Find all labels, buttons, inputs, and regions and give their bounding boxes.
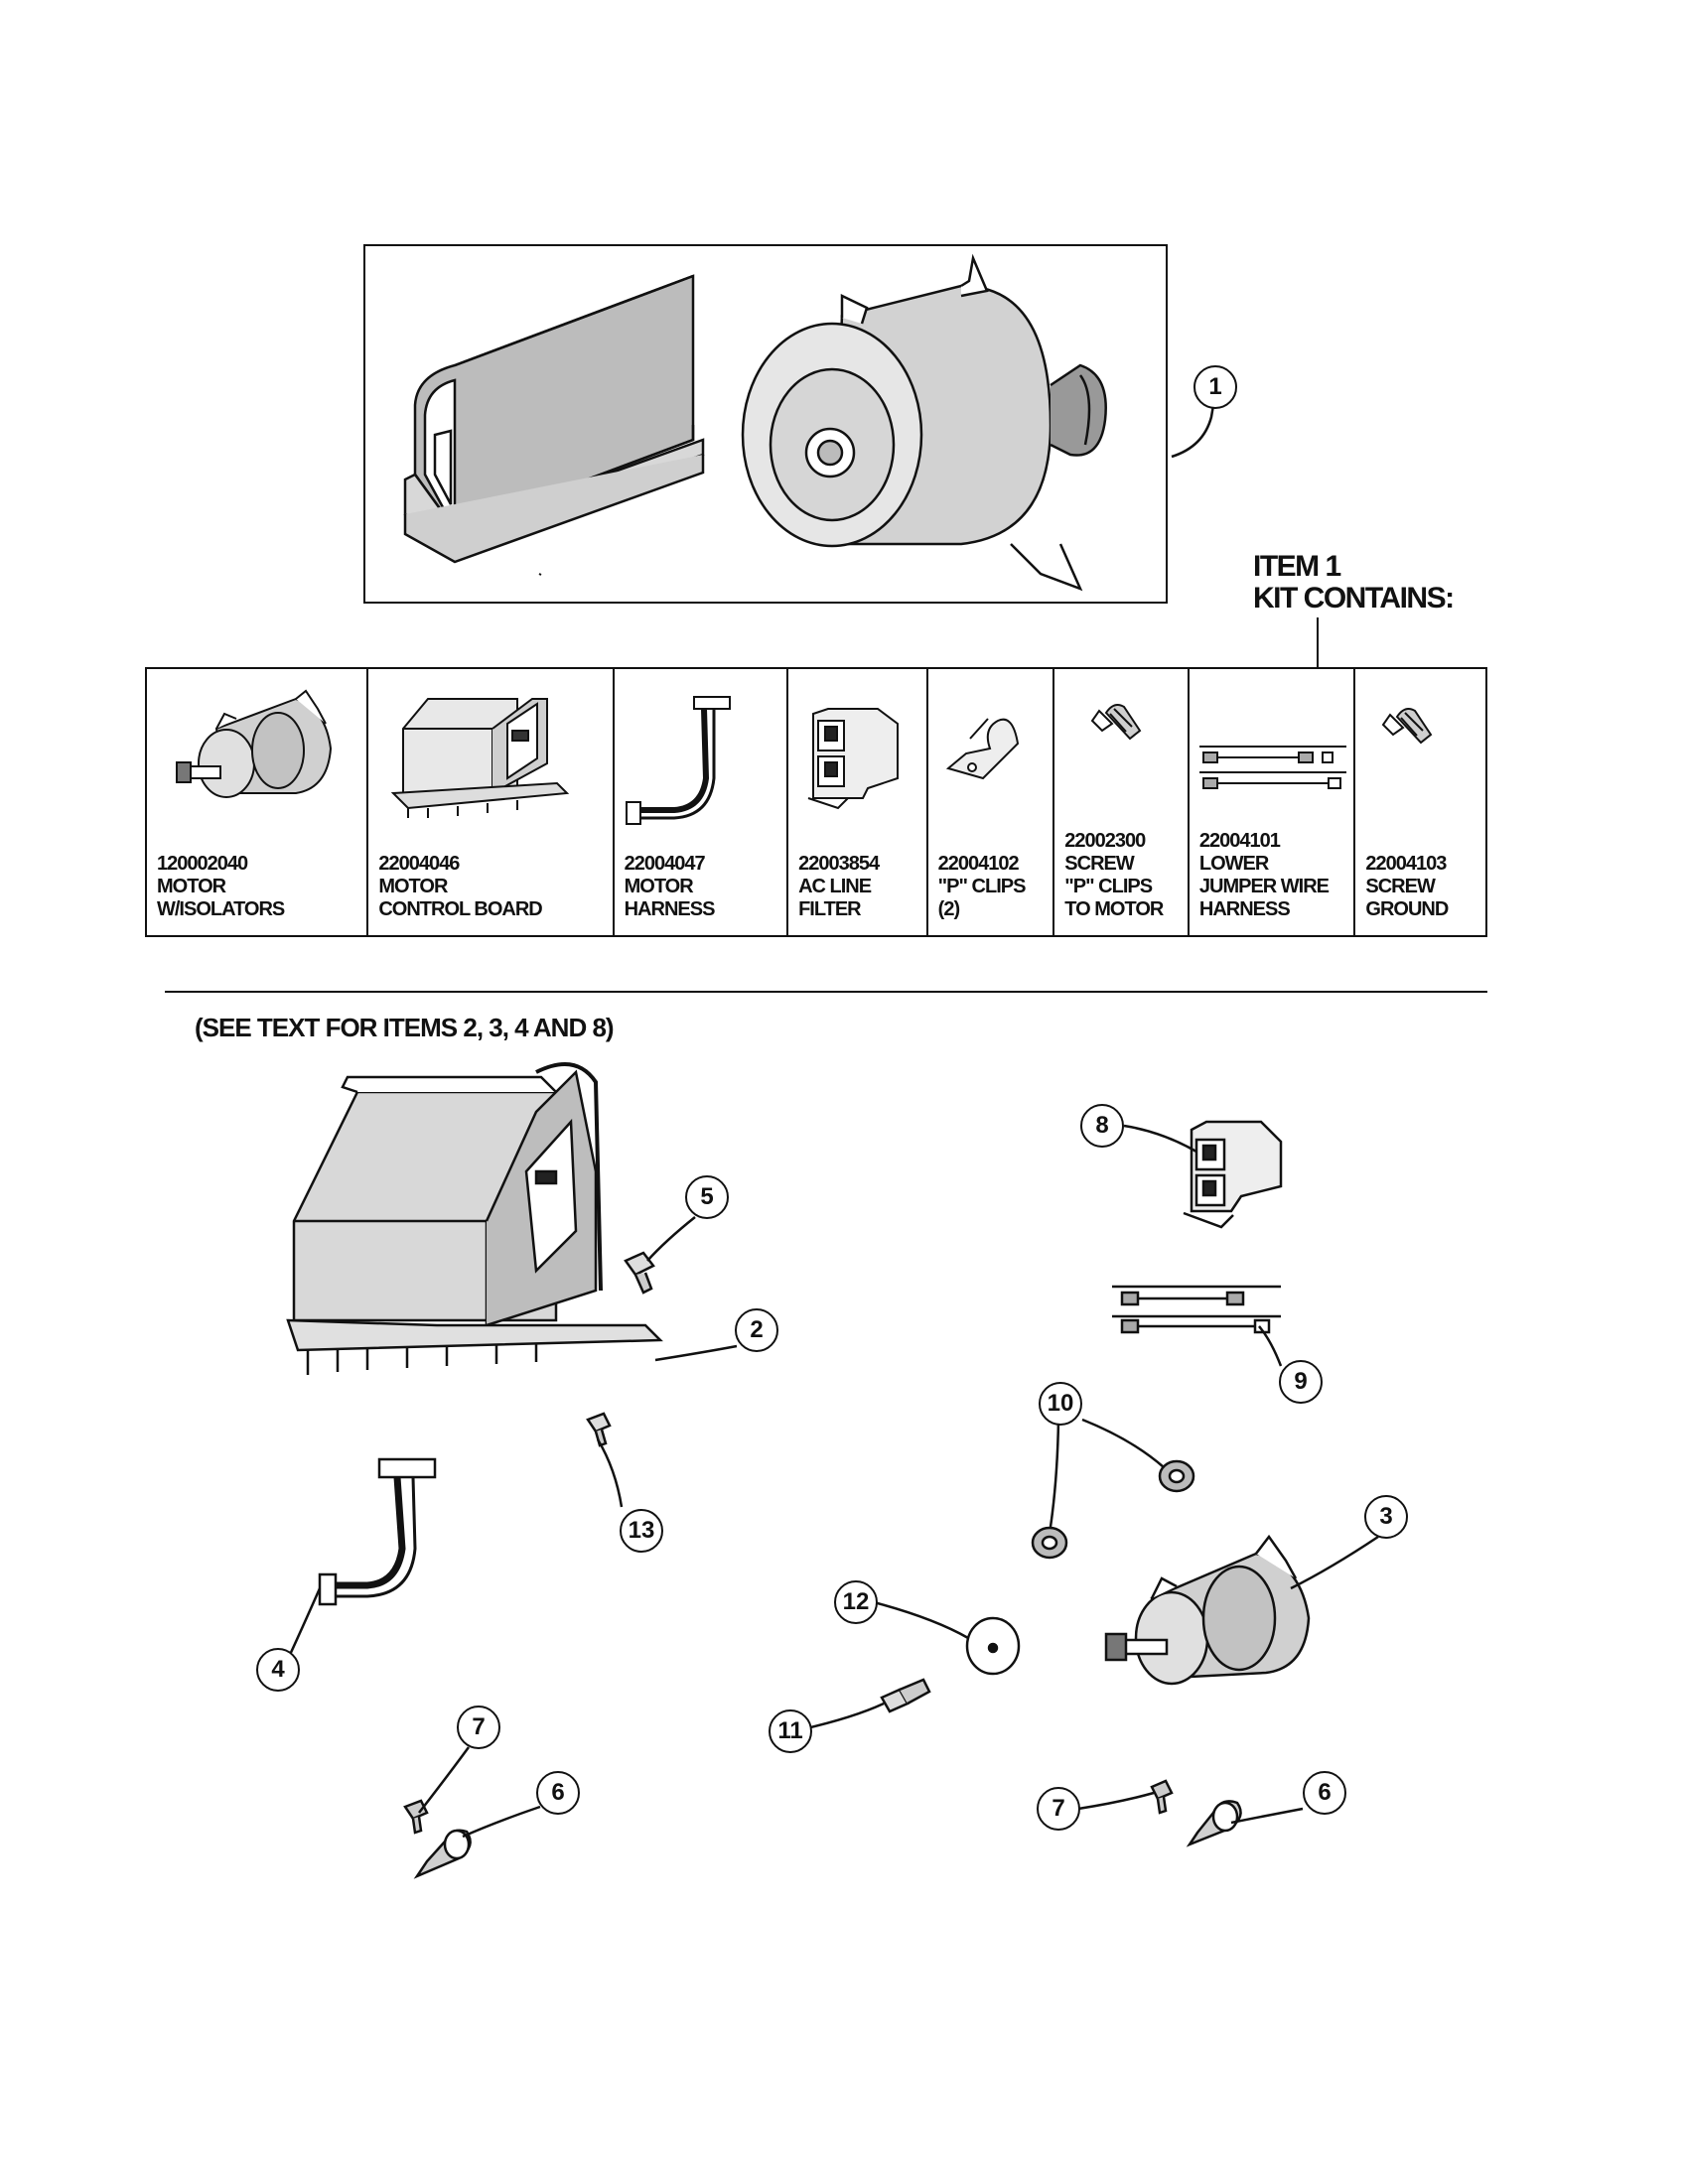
leader-9 xyxy=(1258,1325,1283,1367)
callout-8: 8 xyxy=(1080,1104,1124,1148)
leader-6b xyxy=(1230,1807,1304,1825)
part-11-bolt-drawing xyxy=(880,1678,931,1713)
leader-8 xyxy=(1123,1124,1197,1154)
kit-item-motor-label: 120002040 MOTOR W/ISOLATORS xyxy=(157,853,364,921)
leader-10a xyxy=(1081,1418,1165,1468)
ground-screw-icon xyxy=(1382,708,1433,745)
kit-item-screw-ground-label: 22004103 SCREW GROUND xyxy=(1365,853,1483,921)
part-10-isolators-drawing xyxy=(1031,1459,1195,1560)
kit-item-screw-ground-description: SCREW GROUND xyxy=(1365,876,1449,920)
callout-9: 9 xyxy=(1279,1360,1323,1404)
part-2-control-board-drawing xyxy=(286,1062,663,1375)
kit-contents-table: 120002040 MOTOR W/ISOLATORS 22004046 MOT… xyxy=(145,667,1487,937)
control-board-icon xyxy=(391,698,570,818)
kit-item-ac-line-filter-part-number: 22003854 xyxy=(798,853,880,875)
leader-7a xyxy=(418,1746,471,1814)
motor-icon xyxy=(176,689,333,798)
part-12-washer-drawing xyxy=(965,1616,1021,1676)
leader-13 xyxy=(596,1438,624,1508)
kit-item-ac-line-filter: 22003854 AC LINE FILTER xyxy=(788,669,928,935)
callout-13: 13 xyxy=(620,1509,663,1553)
kit-item-screw-p-clips: 22002300 SCREW "P" CLIPS TO MOTOR xyxy=(1054,669,1190,935)
callout-7a: 7 xyxy=(457,1706,500,1749)
section-divider xyxy=(165,991,1487,993)
kit-item-screw-p-clips-description: SCREW "P" CLIPS TO MOTOR xyxy=(1064,853,1164,920)
part-8-ac-filter-drawing xyxy=(1183,1120,1283,1229)
part-13-screw-drawing xyxy=(586,1412,612,1447)
part-3-motor-drawing xyxy=(1104,1534,1311,1686)
leader-lines xyxy=(280,1124,1379,1839)
line-filter-icon xyxy=(807,708,900,810)
kit-control-board-drawing xyxy=(403,274,705,576)
callout-4: 4 xyxy=(256,1648,300,1692)
leader-5 xyxy=(646,1216,696,1262)
leader-12 xyxy=(873,1600,969,1640)
leader-7b xyxy=(1077,1791,1155,1811)
callout-7b: 7 xyxy=(1037,1787,1080,1831)
callout-11: 11 xyxy=(769,1709,812,1753)
callout-2: 2 xyxy=(735,1308,778,1352)
kit-item-screw-ground-part-number: 22004103 xyxy=(1365,853,1447,875)
leader-6a xyxy=(462,1805,541,1839)
callout-10: 10 xyxy=(1039,1382,1082,1426)
callout-5: 5 xyxy=(685,1175,729,1219)
items-note: (SEE TEXT FOR ITEMS 2, 3, 4 AND 8) xyxy=(195,1013,615,1042)
kit-motor-drawing xyxy=(741,253,1107,592)
kit-item-control-board-label: 22004046 MOTOR CONTROL BOARD xyxy=(378,853,610,921)
callout-12: 12 xyxy=(834,1580,878,1624)
kit-item-motor-harness-description: MOTOR HARNESS xyxy=(624,876,716,920)
kit-item-screw-p-clips-part-number: 22002300 xyxy=(1064,830,1146,852)
p-clip-icon xyxy=(945,718,1019,780)
callout-3: 3 xyxy=(1364,1495,1408,1539)
kit-item-p-clips-part-number: 22004102 xyxy=(937,853,1020,875)
kit-heading-line2: KIT CONTAINS: xyxy=(1253,582,1455,614)
part-5-screw-drawing xyxy=(624,1251,655,1295)
kit-item-jumper-wire-harness-part-number: 22004101 xyxy=(1198,830,1281,852)
leader-2 xyxy=(654,1344,738,1362)
kit-item-ac-line-filter-description: AC LINE FILTER xyxy=(798,876,872,920)
part-9-jumper-wire-drawing xyxy=(1112,1285,1281,1334)
kit-item-motor-harness: 22004047 MOTOR HARNESS xyxy=(615,669,789,935)
kit-heading-line1: ITEM 1 xyxy=(1253,550,1341,583)
kit-item-control-board: 22004046 MOTOR CONTROL BOARD xyxy=(368,669,615,935)
kit-item-control-board-description: MOTOR CONTROL BOARD xyxy=(378,876,542,920)
kit-item-p-clips-label: 22004102 "P" CLIPS (2) xyxy=(938,853,1052,921)
kit-illustration-box xyxy=(363,244,1168,604)
kit-item-screw-ground: 22004103 SCREW GROUND xyxy=(1355,669,1485,935)
kit-heading-leader xyxy=(1317,617,1319,667)
jumper-harness-icon xyxy=(1198,746,1346,789)
callout-1: 1 xyxy=(1193,365,1237,409)
kit-item-ac-line-filter-label: 22003854 AC LINE FILTER xyxy=(798,853,924,921)
kit-item-motor-part-number: 120002040 xyxy=(157,853,248,875)
kit-illustration xyxy=(403,253,1107,592)
kit-heading: ITEM 1 KIT CONTAINS: xyxy=(1253,550,1455,614)
kit-item-motor-description: MOTOR W/ISOLATORS xyxy=(157,876,285,920)
harness-icon xyxy=(625,696,731,825)
part-6-7-left-drawing xyxy=(403,1799,472,1879)
leader-3 xyxy=(1290,1535,1379,1590)
callout-6b: 6 xyxy=(1303,1771,1346,1815)
kit-item-p-clips: 22004102 "P" CLIPS (2) xyxy=(928,669,1055,935)
kit-item-motor-harness-label: 22004047 MOTOR HARNESS xyxy=(625,853,784,921)
kit-item-jumper-wire-harness-label: 22004101 LOWER JUMPER WIRE HARNESS xyxy=(1199,830,1352,921)
leader-11 xyxy=(801,1702,885,1731)
part-4-harness-drawing xyxy=(318,1457,437,1606)
kit-item-control-board-part-number: 22004046 xyxy=(378,853,460,875)
part-6-7-right-drawing xyxy=(1150,1779,1242,1847)
screw-icon xyxy=(1090,704,1142,741)
kit-item-jumper-wire-harness: 22004101 LOWER JUMPER WIRE HARNESS xyxy=(1190,669,1356,935)
kit-item-motor: 120002040 MOTOR W/ISOLATORS xyxy=(147,669,369,935)
kit-item-motor-harness-part-number: 22004047 xyxy=(624,853,706,875)
leader-10b xyxy=(1049,1419,1060,1528)
kit-item-screw-p-clips-label: 22002300 SCREW "P" CLIPS TO MOTOR xyxy=(1064,830,1186,921)
kit-item-jumper-wire-harness-description: LOWER JUMPER WIRE HARNESS xyxy=(1198,853,1330,920)
kit-item-p-clips-description: "P" CLIPS (2) xyxy=(937,876,1027,920)
callout-6a: 6 xyxy=(536,1771,580,1815)
